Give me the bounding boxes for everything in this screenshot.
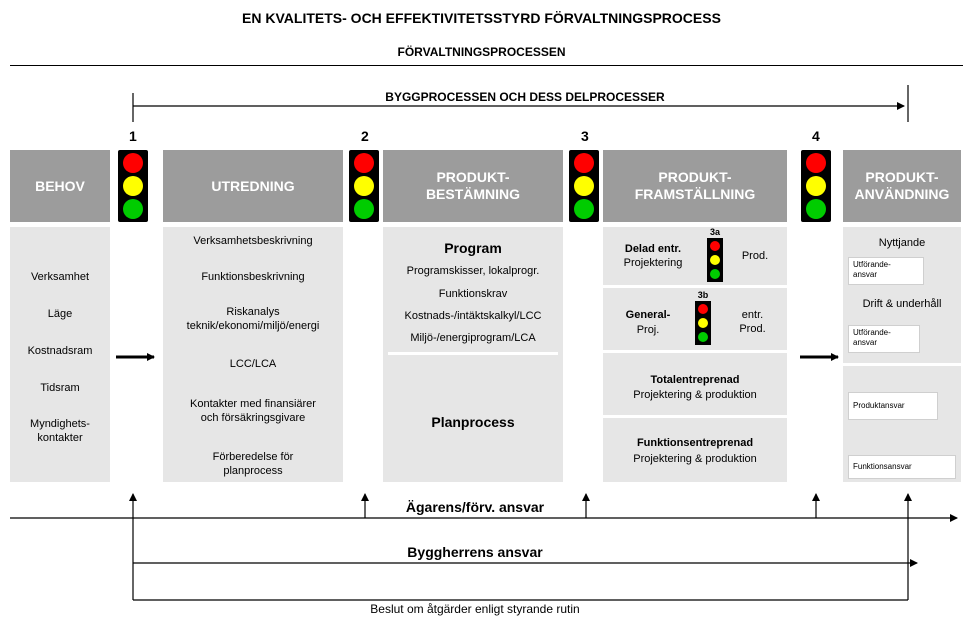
utforandeansvar-box-2: Utförande- ansvar — [848, 325, 920, 353]
nyttjande-label: Nyttjande — [878, 237, 926, 249]
general-entr-title: General- — [625, 309, 671, 321]
behov-item: Verksamhet — [30, 271, 90, 283]
utredning-item: Verksamhetsbeskrivning — [193, 235, 313, 247]
phase-behov-title: BEHOV — [35, 177, 85, 194]
program-title: Program — [444, 240, 502, 256]
produktansvar-box: Produktansvar — [848, 392, 938, 420]
behov-item: Läge — [47, 308, 73, 320]
framst-divider — [603, 415, 787, 418]
gate-number-2: 2 — [361, 128, 369, 144]
framst-divider — [603, 285, 787, 288]
phase-utredning-header: UTREDNING — [163, 150, 343, 222]
phase-utredning-title: UTREDNING — [211, 177, 295, 194]
gate-number-3: 3 — [581, 128, 589, 144]
anv-divider — [843, 363, 961, 366]
delad-entr-title: Delad entr. — [624, 243, 682, 255]
funktionsentreprenad-title: Funktionsentreprenad — [636, 437, 754, 449]
gate-number-1: 1 — [129, 128, 137, 144]
diagram-subtitle: FÖRVALTNINGSPROCESSEN — [397, 45, 566, 59]
framst-divider — [603, 350, 787, 353]
phase-produktframstallning-title: PRODUKT- FRAMSTÄLLNING — [634, 169, 756, 202]
utredning-item: Kontakter med finansiärer och försäkring… — [190, 398, 316, 425]
traffic-light-3-icon — [569, 150, 599, 222]
phase-behov-body — [10, 227, 110, 482]
utforandeansvar-box-1: Utförande- ansvar — [848, 257, 924, 285]
behov-item: Myndighets- kontakter — [30, 418, 90, 445]
funktionsansvar-box: Funktionsansvar — [848, 455, 956, 479]
diagram-title: EN KVALITETS- OCH EFFEKTIVITETSSTYRD FÖR… — [242, 10, 721, 26]
utredning-item: LCC/LCA — [229, 358, 277, 370]
gate-number-4: 4 — [812, 128, 820, 144]
behov-item: Tidsram — [40, 382, 80, 394]
phase-produktframstallning-body — [603, 227, 787, 482]
behov-item: Kostnadsram — [27, 345, 93, 357]
phase-produktframstallning-header: PRODUKT- FRAMSTÄLLNING — [603, 150, 787, 222]
drift-label: Drift & underhåll — [862, 298, 942, 310]
traffic-light-3b-icon — [695, 301, 711, 345]
traffic-light-4-icon — [801, 150, 831, 222]
byggherrens-ansvar-label: Byggherrens ansvar — [407, 544, 543, 560]
agarens-ansvar-label: Ägarens/förv. ansvar — [405, 499, 545, 515]
general-entr-sub: Proj. — [636, 324, 660, 336]
program-item: Kostnads-/intäktskalkyl/LCC — [404, 310, 542, 322]
delad-entr-prod: Prod. — [741, 250, 769, 262]
bygg-label: BYGGPROCESSEN OCH DESS DELPROCESSER — [385, 90, 665, 104]
general-entr-right: entr. Prod. — [739, 309, 766, 336]
phase-produktbestamning-title: PRODUKT- BESTÄMNING — [425, 169, 521, 202]
tl-3a-label: 3a — [709, 227, 720, 237]
program-item: Miljö-/energiprogram/LCA — [410, 332, 536, 344]
phase-utredning-body — [163, 227, 343, 482]
phase-produktbestamning-header: PRODUKT- BESTÄMNING — [383, 150, 563, 222]
tl-3b-label: 3b — [697, 290, 709, 300]
traffic-light-2-icon — [349, 150, 379, 222]
totalentreprenad-title: Totalentreprenad — [650, 374, 740, 386]
phase-behov-header: BEHOV — [10, 150, 110, 222]
traffic-light-3a-icon — [707, 238, 723, 282]
utredning-item: Förberedelse för planprocess — [212, 451, 294, 478]
phase-produktanvandning-header: PRODUKT- ANVÄNDNING — [843, 150, 961, 222]
planprocess-label: Planprocess — [431, 414, 515, 430]
delad-entr-sub: Projektering — [623, 257, 683, 269]
utredning-item: Funktionsbeskrivning — [201, 271, 305, 283]
utredning-item: Riskanalys teknik/ekonomi/miljö/energi — [186, 306, 320, 333]
phase-produktanvandning-title: PRODUKT- ANVÄNDNING — [854, 169, 950, 202]
program-item: Funktionskrav — [438, 288, 508, 300]
funktionsentreprenad-sub: Projektering & produktion — [633, 453, 757, 465]
program-item: Programskisser, lokalprogr. — [406, 265, 540, 277]
subtitle-underline — [10, 65, 963, 66]
program-divider — [388, 352, 558, 355]
traffic-light-1-icon — [118, 150, 148, 222]
beslut-label: Beslut om åtgärder enligt styrande rutin — [370, 602, 580, 616]
totalentreprenad-sub: Projektering & produktion — [633, 389, 757, 401]
